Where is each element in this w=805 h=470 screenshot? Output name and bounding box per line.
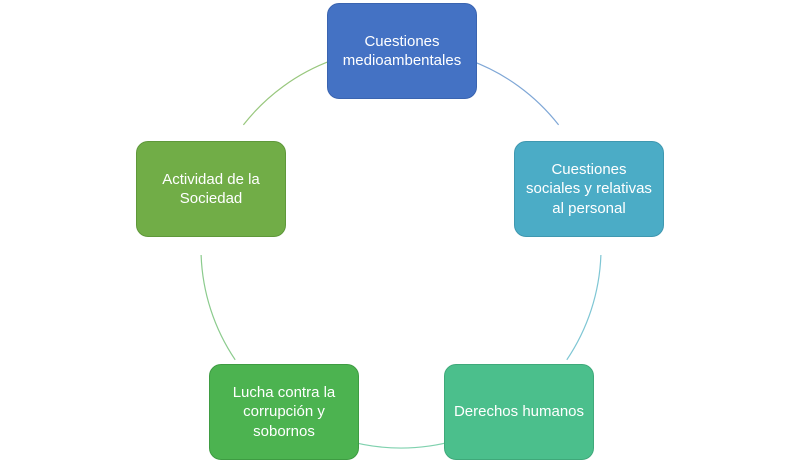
node-anti-corruption: Lucha contra la corrupción y sobornos: [209, 364, 359, 460]
node-human-rights: Derechos humanos: [444, 364, 594, 460]
connector-n5-n1: [242, 59, 333, 126]
node-company-activity-label: Actividad de la Sociedad: [162, 170, 260, 208]
node-social-personnel-label: Cuestiones sociales y relativas al perso…: [526, 160, 652, 217]
connector-n1-n2: [469, 59, 560, 126]
connector-n4-n5: [200, 254, 236, 361]
node-company-activity: Actividad de la Sociedad: [136, 141, 286, 237]
node-anti-corruption-label: Lucha contra la corrupción y sobornos: [232, 383, 336, 440]
node-human-rights-label: Derechos humanos: [453, 403, 585, 421]
node-environmental: Cuestiones medioambentales: [327, 3, 477, 99]
node-social-personnel: Cuestiones sociales y relativas al perso…: [514, 141, 664, 237]
node-environmental-label: Cuestiones medioambentales: [342, 32, 462, 70]
connector-n2-n3: [566, 254, 602, 361]
connector-n3-n4: [345, 439, 457, 449]
